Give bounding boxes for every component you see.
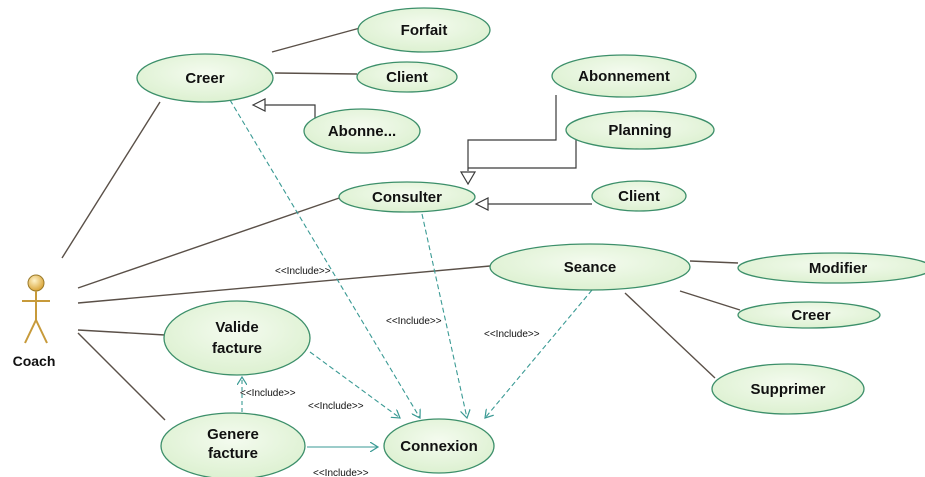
include-label-genere-connexion: <<Include>> <box>313 468 369 477</box>
use-case-modifier[interactable]: Modifier <box>737 252 925 284</box>
use-case-genere-facture[interactable]: Genere facture <box>160 412 306 477</box>
use-case-shape <box>489 243 691 291</box>
use-case-label-line2: facture <box>212 340 262 357</box>
use-case-label-line2: facture <box>208 445 258 462</box>
use-case-label: Client <box>618 188 660 205</box>
generalization-abonnement-to-consulter <box>467 95 557 171</box>
assoc-seance-creer <box>679 290 741 311</box>
use-case-supprimer[interactable]: Supprimer <box>711 363 865 415</box>
use-case-label: Seance <box>564 259 617 276</box>
use-case-label: Consulter <box>372 189 442 206</box>
use-case-shape <box>565 110 715 150</box>
use-case-label-line1: Valide <box>215 319 258 336</box>
dependencies <box>229 99 593 447</box>
assoc-coach-creer <box>61 101 161 259</box>
use-case-valide-facture[interactable]: Valide facture <box>163 300 311 376</box>
generalization-arrowhead-client <box>474 197 489 211</box>
use-case-shape <box>551 54 697 98</box>
use-case-label: Creer <box>791 307 830 324</box>
use-case-shape <box>160 412 306 477</box>
assoc-creer-forfait <box>271 27 361 53</box>
use-case-shape <box>303 108 421 154</box>
assoc-coach-genere-facture <box>77 332 166 421</box>
include-label-seance: <<Include>> <box>275 266 331 277</box>
include-label-genere-valide: <<Include>> <box>240 388 296 399</box>
use-case-label-line1: Genere <box>207 426 259 443</box>
use-case-shape <box>591 180 687 212</box>
use-case-shape <box>383 418 495 474</box>
use-case-shape <box>163 300 311 376</box>
use-case-connexion[interactable]: Connexion <box>383 418 495 474</box>
generalization-planning-to-consulter <box>468 140 577 169</box>
generalizations <box>251 95 592 211</box>
use-case-client-top[interactable]: Client <box>356 61 458 93</box>
use-case-creer-top[interactable]: Creer <box>136 53 274 103</box>
include-seance-connexion <box>485 289 593 418</box>
use-case-label: Forfait <box>401 22 448 39</box>
use-case-abonne[interactable]: Abonne... <box>303 108 421 154</box>
use-case-forfait[interactable]: Forfait <box>357 7 491 53</box>
actor-coach[interactable]: Coach <box>13 274 56 369</box>
include-label-seance-connexion: <<Include>> <box>484 329 540 340</box>
actor-name: Coach <box>13 353 56 369</box>
associations <box>61 27 741 421</box>
assoc-coach-consulter <box>77 195 346 289</box>
assoc-seance-supprimer <box>624 292 716 379</box>
include-creer-connexion <box>229 99 420 418</box>
use-case-label: Creer <box>185 70 224 87</box>
use-case-shape <box>136 53 274 103</box>
use-case-shape <box>737 301 881 329</box>
use-case-seance[interactable]: Seance <box>489 243 691 291</box>
use-case-label: Abonne... <box>328 123 396 140</box>
use-case-client-right[interactable]: Client <box>591 180 687 212</box>
use-case-shape <box>737 252 925 284</box>
use-case-shape <box>356 61 458 93</box>
use-case-abonnement[interactable]: Abonnement <box>551 54 697 98</box>
use-case-label: Supprimer <box>750 381 825 398</box>
assoc-creer-client <box>274 72 358 75</box>
use-case-label: Connexion <box>400 438 478 455</box>
generalization-arrowhead-creer <box>251 98 266 112</box>
generalization-arrowhead-consulter <box>459 171 477 186</box>
use-case-shape <box>711 363 865 415</box>
use-case-shape <box>338 181 476 213</box>
use-case-label: Abonnement <box>578 68 670 85</box>
assoc-coach-valide-facture <box>77 329 166 336</box>
stereotype-labels: <<Include>> <<Include>> <<Include>> <<In… <box>240 266 540 477</box>
include-label-valide-connexion: <<Include>> <box>308 401 364 412</box>
generalization-abonne-to-creer <box>263 104 316 118</box>
actor-leg-right <box>35 319 48 344</box>
assoc-seance-modifier <box>689 260 739 264</box>
assoc-coach-seance <box>77 265 491 304</box>
actor-head <box>27 274 45 292</box>
use-case-planning[interactable]: Planning <box>565 110 715 150</box>
include-label-consulter: <<Include>> <box>386 316 442 327</box>
use-case-label: Planning <box>608 122 671 139</box>
include-consulter-connexion <box>421 213 467 418</box>
use-case-consulter[interactable]: Consulter <box>338 181 476 213</box>
use-case-label: Modifier <box>809 260 867 277</box>
include-valide-connexion <box>309 351 400 418</box>
use-case-creer-right[interactable]: Creer <box>737 301 881 329</box>
actor-leg-left <box>24 319 37 344</box>
use-case-label: Client <box>386 69 428 86</box>
use-case-shape <box>357 7 491 53</box>
